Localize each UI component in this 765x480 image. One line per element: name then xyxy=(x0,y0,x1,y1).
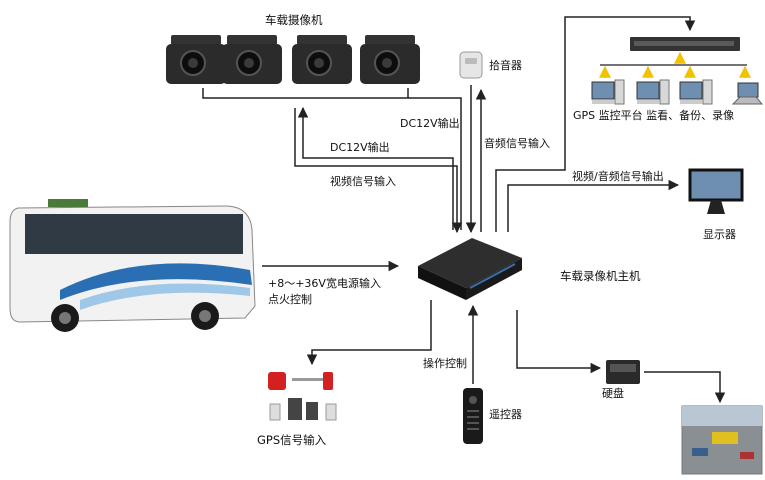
camera-icon xyxy=(360,35,420,84)
camera-bus-line xyxy=(202,88,409,99)
video-playback-icon xyxy=(681,405,763,475)
remote-label: 遥控器 xyxy=(489,408,522,421)
gps-input-label: GPS信号输入 xyxy=(257,433,327,447)
cameras-label: 车载摄像机 xyxy=(265,13,323,27)
desktop-pc-icon xyxy=(679,79,713,105)
gps-device-icon xyxy=(268,372,337,421)
monitor-label: 显示器 xyxy=(703,228,736,241)
pickup-label: 拾音器 xyxy=(489,59,522,72)
remote-control-icon xyxy=(463,388,483,444)
playback-line xyxy=(644,371,726,404)
hard-disk-icon xyxy=(606,360,640,384)
monitor-icon xyxy=(688,168,744,214)
dc12v-output-label-2: DC12V输出 xyxy=(330,141,390,154)
dc12v-bus-link xyxy=(408,97,462,230)
dvr-icon xyxy=(418,238,522,300)
dc12v-to-cameras xyxy=(297,106,454,230)
network-switch-icon xyxy=(630,37,740,51)
ignition-label: 点火控制 xyxy=(268,293,312,306)
camera-icon xyxy=(166,35,226,84)
microphone-icon xyxy=(459,51,483,79)
laptop-icon xyxy=(731,82,764,105)
av-out-line xyxy=(507,179,680,232)
video-signal-line xyxy=(294,108,463,234)
av-output-label: 视频/音频信号输出 xyxy=(572,170,664,183)
desktop-pc-icon xyxy=(591,79,625,105)
hdd-line xyxy=(516,310,602,374)
dvr-host-label: 车载录像机主机 xyxy=(560,269,641,283)
gps-line xyxy=(306,300,432,366)
video-input-label: 视频信号输入 xyxy=(330,175,396,188)
operation-control-label: 操作控制 xyxy=(423,357,467,370)
bus-icon xyxy=(9,199,256,332)
power-input-label: +8～+36V宽电源输入 xyxy=(268,277,381,290)
hdd-label: 硬盘 xyxy=(602,387,624,400)
dc12v-output-label-1: DC12V输出 xyxy=(400,117,460,130)
camera-icon xyxy=(292,35,352,84)
gps-platform-label: GPS 监控平台 监看、备份、录像 xyxy=(573,109,735,122)
camera-icon xyxy=(222,35,282,84)
to-network-line xyxy=(495,16,696,232)
desktop-pc-icon xyxy=(636,79,670,105)
audio-input-label: 音频信号输入 xyxy=(484,137,550,150)
